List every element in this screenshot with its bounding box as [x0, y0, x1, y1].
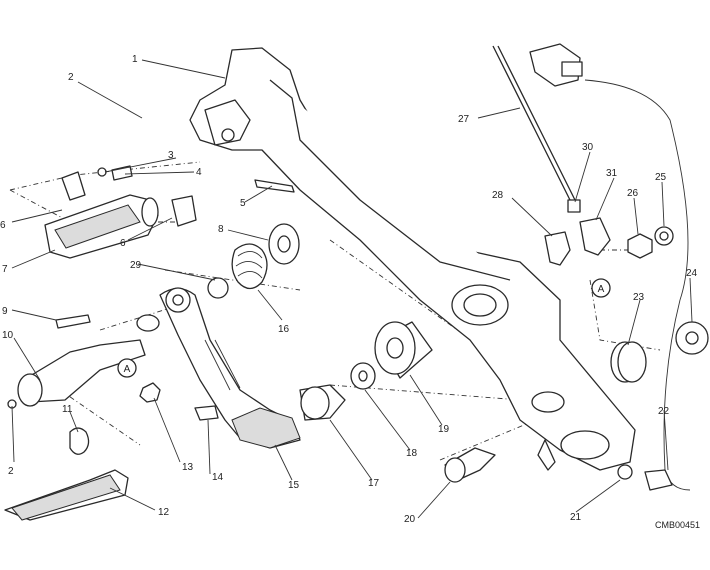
part-label-17: 17 [368, 478, 380, 489]
bushings-and-washers [136, 223, 496, 483]
part-label-29: 29 [130, 260, 142, 271]
part-label-4: 4 [196, 167, 202, 178]
part-label-6b: 6 [120, 238, 126, 249]
footrest-assemblies [4, 165, 295, 521]
callout-a-left-label: A [124, 364, 131, 375]
callout-a-right-label: A [598, 284, 605, 295]
part-label-23: 23 [633, 292, 645, 303]
part-label-15: 15 [288, 480, 300, 491]
pedal-lever [139, 287, 301, 449]
part-label-2b: 2 [8, 466, 14, 477]
part-label-12: 12 [158, 507, 170, 518]
part-label-8: 8 [218, 224, 224, 235]
part-label-21: 21 [570, 512, 582, 523]
sensor-assembly [492, 43, 709, 491]
part-label-19: 19 [438, 424, 450, 435]
part-label-28: 28 [492, 190, 504, 201]
part-label-26: 26 [627, 188, 639, 199]
part-label-7: 7 [2, 264, 8, 275]
part-label-3: 3 [168, 150, 174, 161]
part-label-1: 1 [132, 54, 138, 65]
callout-a-left [117, 358, 137, 378]
part-label-5: 5 [240, 198, 246, 209]
part-label-31: 31 [606, 168, 618, 179]
part-number-labels: 1 2 3 4 5 6 6 7 8 9 10 11 2 12 13 14 15 … [0, 54, 698, 525]
drawing-code: CMB00451 [655, 520, 700, 530]
callout-a-right [591, 278, 611, 298]
part-label-25: 25 [655, 172, 667, 183]
part-label-30: 30 [582, 142, 594, 153]
part-label-9: 9 [2, 306, 8, 317]
part-label-11: 11 [62, 404, 73, 415]
part-label-16: 16 [278, 324, 290, 335]
part-label-22: 22 [658, 406, 670, 417]
part-number-leaders [11, 59, 693, 519]
bracket-body [189, 47, 636, 471]
part-label-6a: 6 [0, 220, 6, 231]
part-label-27: 27 [458, 114, 470, 125]
part-label-10: 10 [2, 330, 14, 341]
part-label-18: 18 [406, 448, 418, 459]
callout-a-markers: A A [117, 278, 611, 378]
part-label-14: 14 [212, 472, 224, 483]
part-label-2: 2 [68, 72, 74, 83]
part-label-24: 24 [686, 268, 698, 279]
part-label-20: 20 [404, 514, 416, 525]
part-label-13: 13 [182, 462, 194, 473]
